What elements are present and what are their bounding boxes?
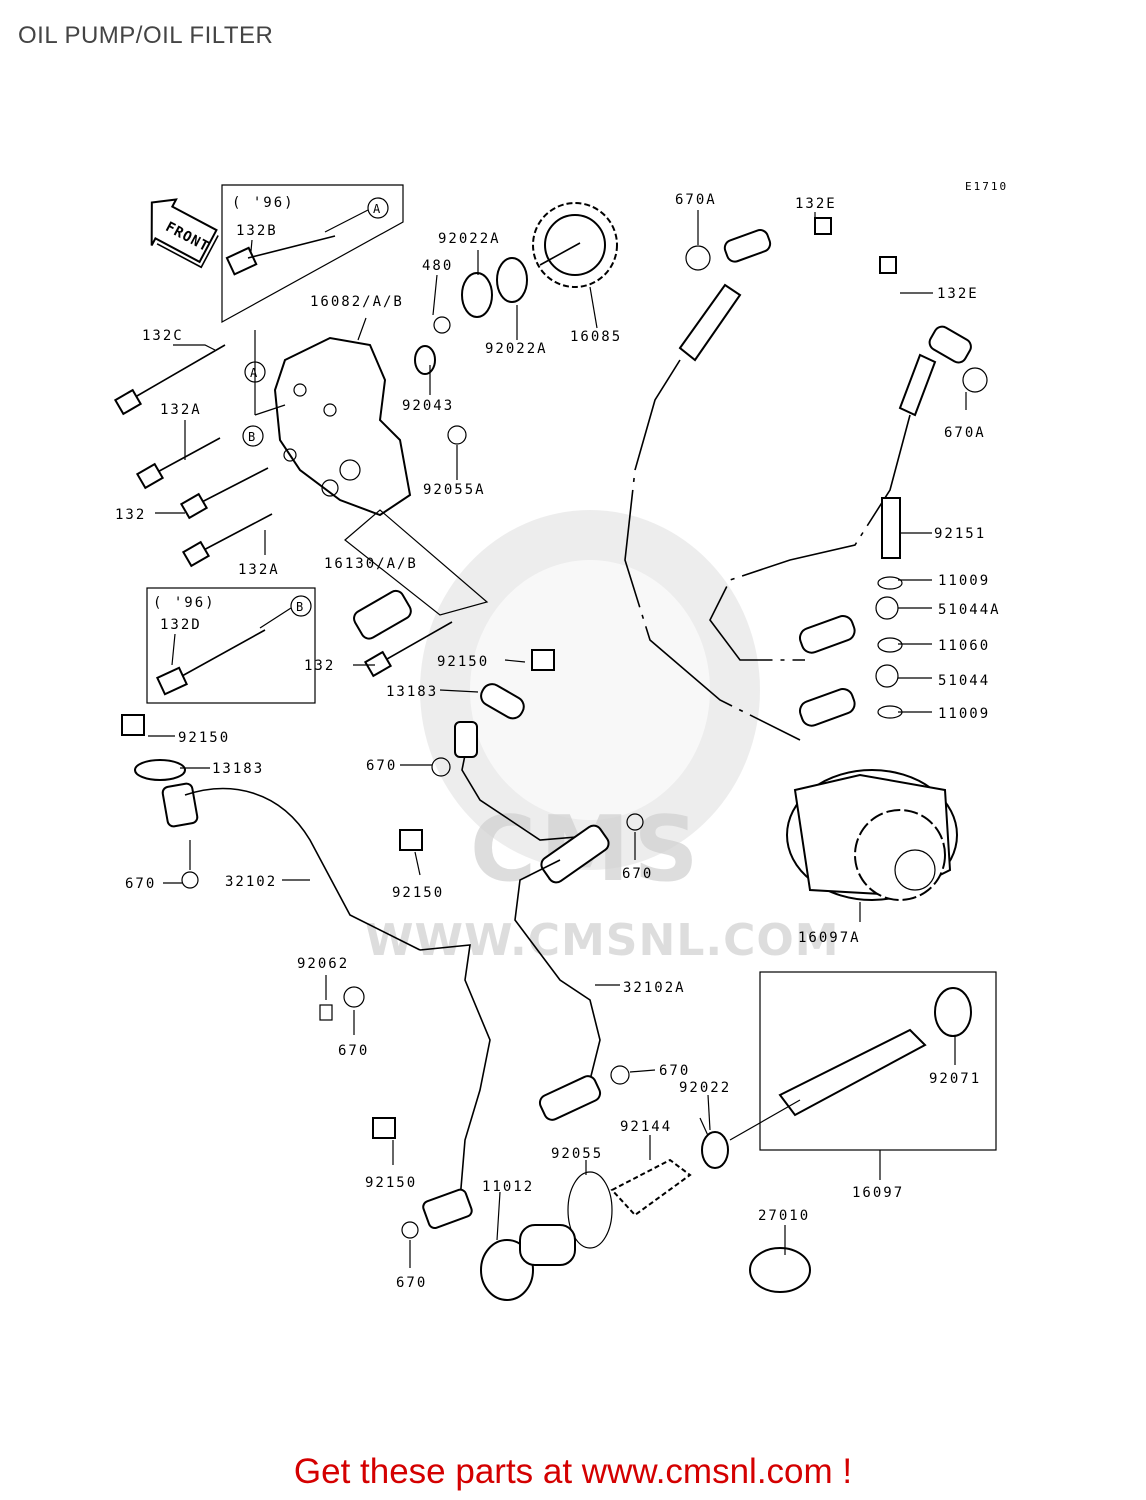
oil-hoses: [624, 217, 988, 741]
label-11009-1: 11009: [938, 573, 990, 589]
label-27010: 27010: [758, 1208, 810, 1224]
label-16082: 16082/A/B: [310, 294, 404, 310]
label-670a-1: 670A: [675, 192, 717, 208]
label-32102: 32102: [225, 874, 277, 890]
label-92071: 92071: [929, 1071, 981, 1087]
label-92043: 92043: [402, 398, 454, 414]
label-132a-2: 132A: [238, 562, 280, 578]
label-670-4: 670: [338, 1043, 369, 1059]
label-11012: 11012: [482, 1179, 534, 1195]
label-92150-3: 92150: [392, 885, 444, 901]
footer-link[interactable]: Get these parts at www.cmsnl.com !: [293, 1452, 853, 1491]
inset-left-year: ( '96): [153, 595, 216, 611]
inset-top: ( '96) 132B A: [221, 184, 404, 324]
inset-16097: [759, 971, 997, 1151]
label-670-1: 670: [366, 758, 397, 774]
washers: [414, 257, 528, 445]
label-92055a: 92055A: [423, 482, 486, 498]
label-670-6: 670: [396, 1275, 427, 1291]
label-92151: 92151: [934, 526, 986, 542]
oil-pipes: [161, 721, 644, 1239]
label-92055: 92055: [551, 1146, 603, 1162]
label-92022a-1: 92022A: [438, 231, 501, 247]
label-92150-1: 92150: [437, 654, 489, 670]
label-92022: 92022: [679, 1080, 731, 1096]
label-132-2: 132: [304, 658, 335, 674]
label-32102a: 32102A: [623, 980, 686, 996]
label-51044: 51044: [938, 673, 990, 689]
label-670-5: 670: [659, 1063, 690, 1079]
svg-text:A: A: [373, 202, 382, 216]
callout-a: A: [250, 366, 259, 380]
front-arrow-icon: FRONT: [150, 198, 219, 269]
label-92022a-2: 92022A: [485, 341, 548, 357]
svg-text:B: B: [296, 600, 305, 614]
inset-top-year: ( '96): [232, 195, 295, 211]
label-11009-2: 11009: [938, 706, 990, 722]
parts-diagram: CMS WWW.CMSNL.COM FRONT E1710 ( '96) 132…: [113, 180, 1008, 1301]
inset-left-part: 132D: [160, 617, 202, 633]
watermark: CMS WWW.CMSNL.COM: [365, 510, 840, 966]
label-13183-1: 13183: [386, 684, 438, 700]
inset-left: ( '96) 132D B: [146, 587, 316, 704]
plates-bolts: [121, 649, 555, 1139]
inset-top-part: 132B: [236, 223, 278, 239]
label-16085: 16085: [570, 329, 622, 345]
label-132e-2: 132E: [937, 286, 979, 302]
oil-filter-16097a: [786, 769, 958, 901]
label-92062: 92062: [297, 956, 349, 972]
label-480: 480: [422, 258, 453, 274]
label-92144: 92144: [620, 1119, 672, 1135]
label-132e-1: 132E: [795, 196, 837, 212]
watermark-url: WWW.CMSNL.COM: [365, 915, 840, 966]
label-670-3: 670: [622, 866, 653, 882]
page-title: OIL PUMP/OIL FILTER: [18, 22, 274, 49]
label-13183-2: 13183: [212, 761, 264, 777]
label-132a-1: 132A: [160, 402, 202, 418]
label-11060: 11060: [938, 638, 990, 654]
gear-16085: [532, 202, 618, 288]
dowel-16130: [344, 509, 489, 640]
bolts-left: [113, 344, 453, 678]
label-132-1: 132: [115, 507, 146, 523]
label-51044a: 51044A: [938, 602, 1001, 618]
label-670-2: 670: [125, 876, 156, 892]
label-92150-2: 92150: [178, 730, 230, 746]
bottom-parts: [480, 987, 972, 1301]
diagram-code: E1710: [965, 180, 1008, 193]
callout-b: B: [248, 430, 257, 444]
label-670a-2: 670A: [944, 425, 986, 441]
part-labels: 132C 132A 132 132A 16082/A/B 480 92022A …: [115, 192, 1001, 1291]
label-92150-4: 92150: [365, 1175, 417, 1191]
label-16130: 16130/A/B: [324, 556, 418, 572]
label-16097a: 16097A: [798, 930, 861, 946]
label-132c: 132C: [142, 328, 184, 344]
leader-lines: [148, 210, 967, 1268]
oil-pump-body: A B: [242, 330, 412, 517]
label-16097: 16097: [852, 1185, 904, 1201]
